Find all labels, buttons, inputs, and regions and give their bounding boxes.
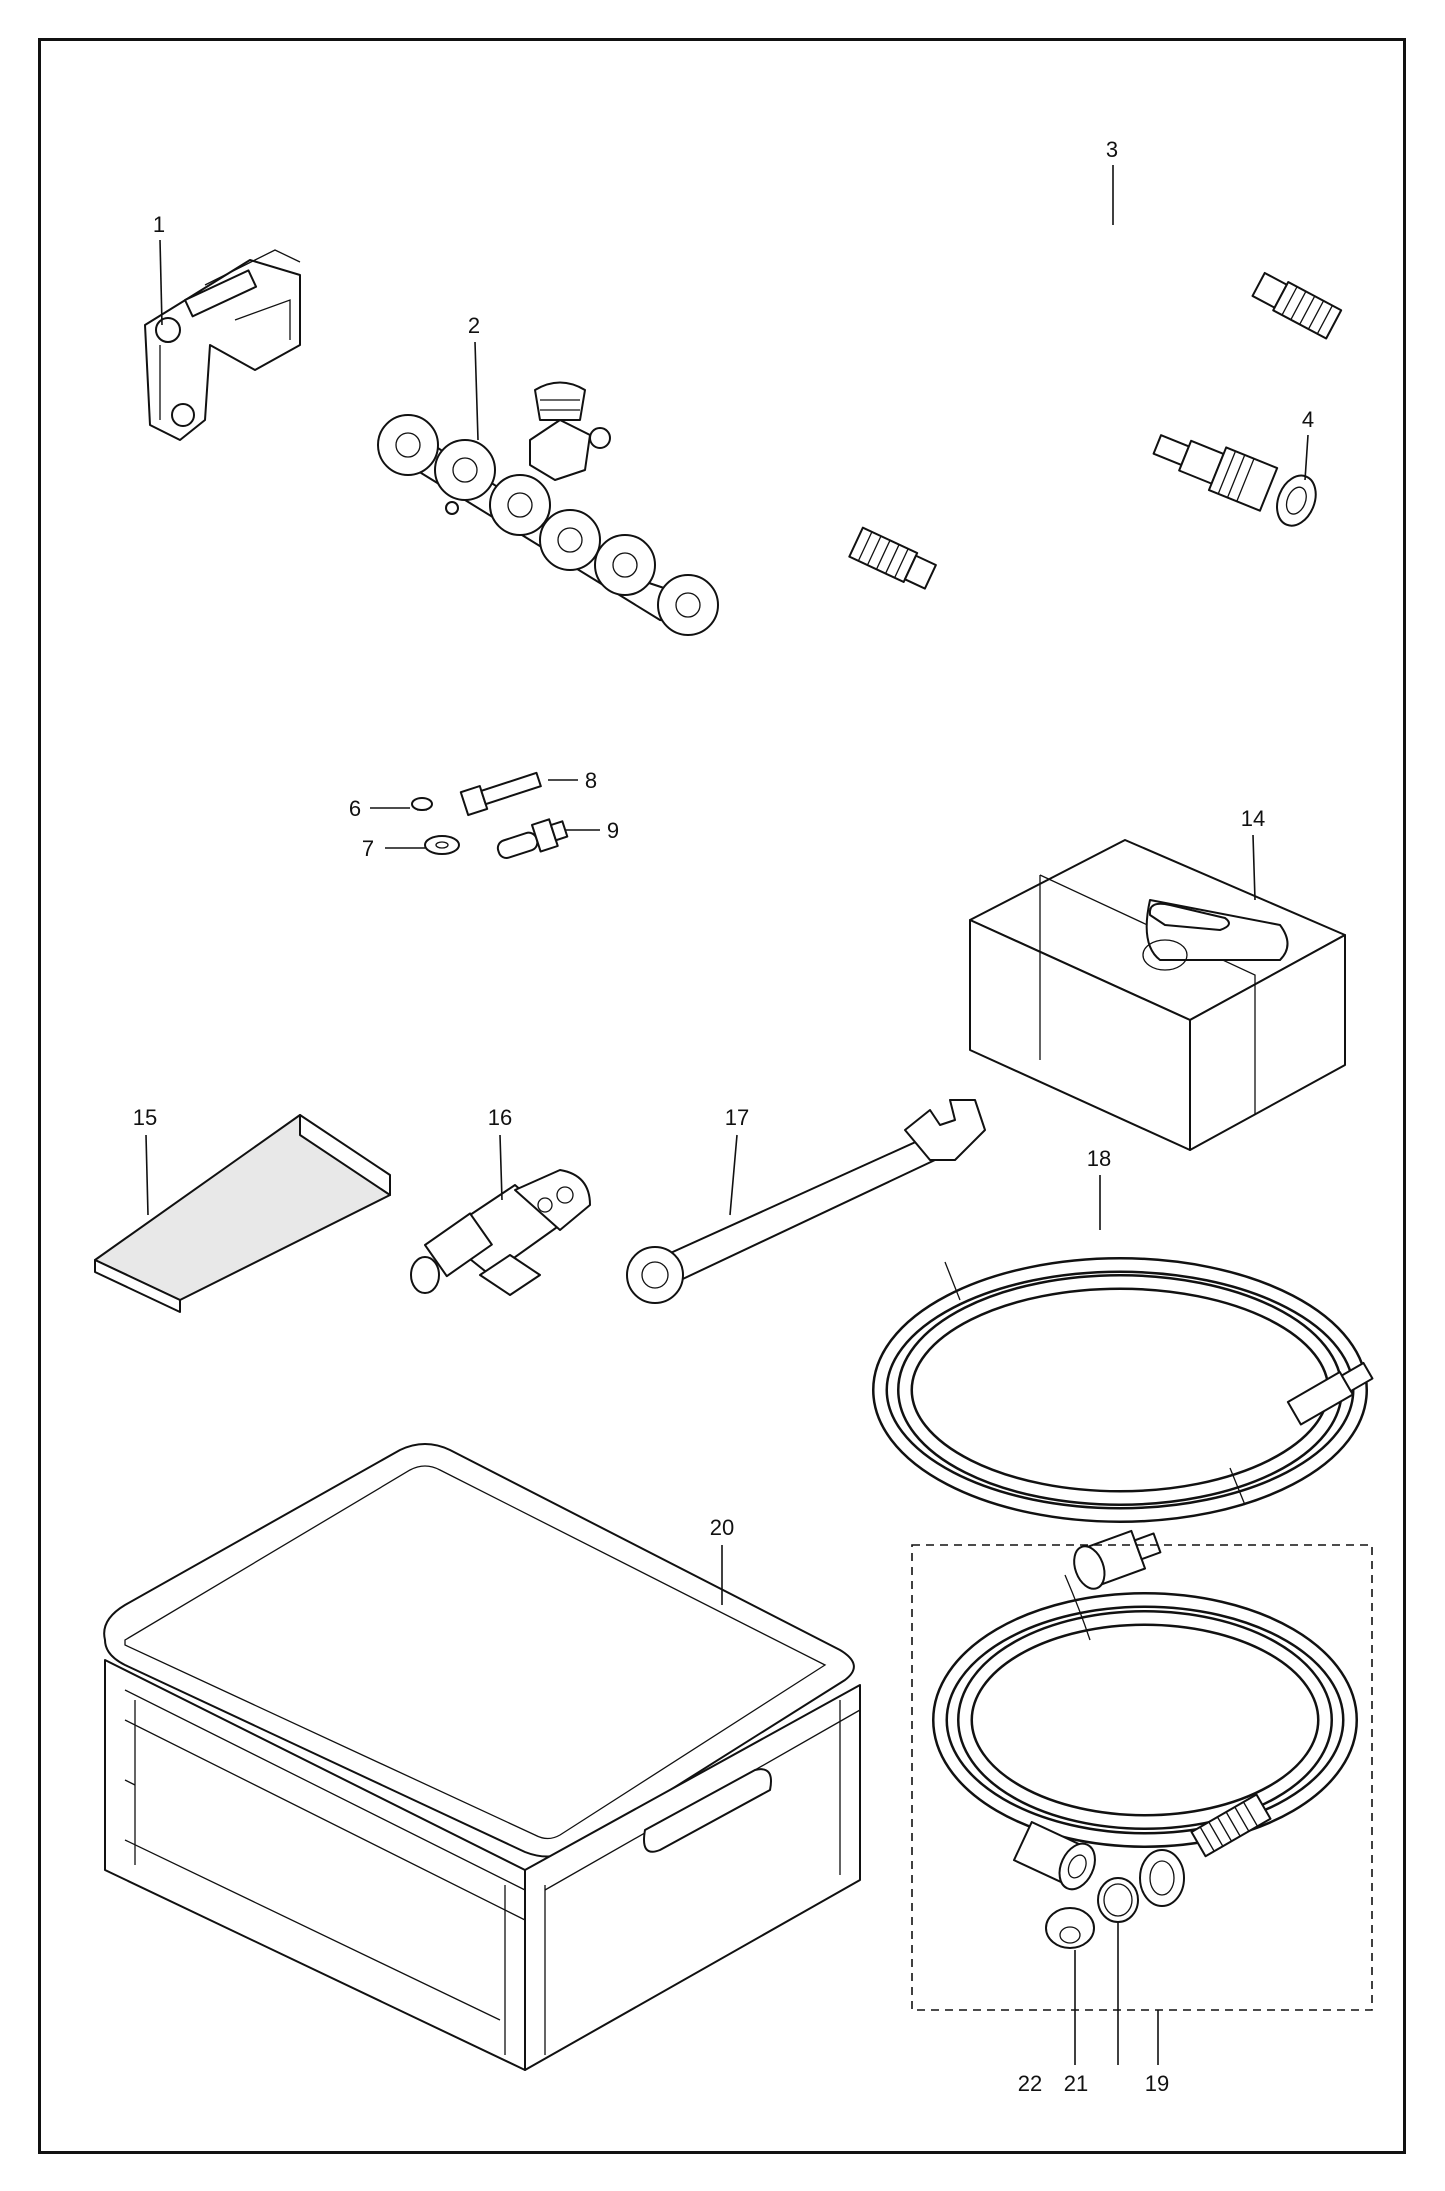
part-14-box <box>969 839 1346 1151</box>
callout-2: 2 <box>468 313 480 338</box>
callout-6: 6 <box>349 796 361 821</box>
part-6-screw <box>411 797 433 811</box>
part-19-kit-group <box>911 1544 1373 2011</box>
callout-3: 3 <box>1106 137 1118 162</box>
part-17-wrench <box>626 1099 986 1304</box>
part-2-trolley <box>377 381 719 636</box>
callout-20: 20 <box>710 1515 734 1540</box>
part-16-valve <box>410 1169 591 1296</box>
diagram-frame <box>38 38 1406 2154</box>
callout-22: 22 <box>1018 2071 1042 2096</box>
part-15-wedge <box>94 1114 391 1313</box>
callout-1: 1 <box>153 212 165 237</box>
part-9-pin <box>496 818 569 860</box>
leader-lines <box>145 165 1309 2065</box>
callout-8: 8 <box>585 768 597 793</box>
callout-18: 18 <box>1087 1146 1111 1171</box>
part-18-coiled-hose <box>872 1257 1374 1590</box>
part-1-bracket <box>144 249 301 441</box>
callout-14: 14 <box>1241 806 1265 831</box>
part-4-coupling <box>1152 434 1317 527</box>
callout-labels: 1 2 3 4 6 7 8 9 14 15 16 17 18 19 20 21 … <box>133 137 1314 2096</box>
callout-16: 16 <box>488 1105 512 1130</box>
part-8-bolt <box>459 771 542 817</box>
callout-17: 17 <box>725 1105 749 1130</box>
callout-15: 15 <box>133 1105 157 1130</box>
part-7-washer <box>424 835 460 855</box>
part-3-hose <box>753 209 1343 590</box>
callout-7: 7 <box>362 836 374 861</box>
callout-19: 19 <box>1145 2071 1169 2096</box>
callout-4: 4 <box>1302 407 1314 432</box>
part-20-crate <box>103 1443 861 2071</box>
callout-21: 21 <box>1064 2071 1088 2096</box>
callout-9: 9 <box>607 818 619 843</box>
